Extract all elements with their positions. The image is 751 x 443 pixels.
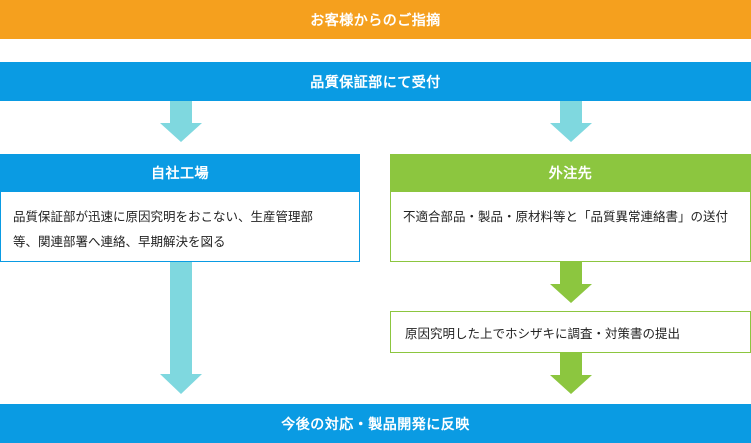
qa-receive-label: 品質保証部にて受付 [310, 74, 441, 91]
investigation-report-box: 原因究明した上でホシザキに調査・対策書の提出 [390, 311, 751, 353]
arrow-down-icon [550, 101, 592, 142]
in-house-factory-text-line1: 品質保証部が迅速に原因究明をおこない、生産管理部 [13, 209, 314, 224]
in-house-factory-text-line2: 等、関連部署へ連絡、早期解決を図る [13, 234, 226, 249]
customer-feedback-bar: お客様からのご指摘 [0, 0, 751, 39]
arrow-down-icon [160, 101, 202, 142]
in-house-factory-box: 自社工場 品質保証部が迅速に原因究明をおこない、生産管理部 等、関連部署へ連絡、… [0, 154, 360, 262]
arrow-down-icon [160, 262, 202, 394]
subcontractor-box: 外注先 不適合部品・製品・原材料等と「品質異常連絡書」の送付 [390, 154, 751, 262]
in-house-factory-title: 自社工場 [0, 154, 360, 192]
product-development-bar: 今後の対応・製品開発に反映 [0, 404, 751, 443]
in-house-factory-text: 品質保証部が迅速に原因究明をおこない、生産管理部 等、関連部署へ連絡、早期解決を… [1, 192, 359, 254]
subcontractor-text: 不適合部品・製品・原材料等と「品質異常連絡書」の送付 [403, 209, 729, 224]
investigation-report-text: 原因究明した上でホシザキに調査・対策書の提出 [405, 325, 681, 341]
customer-feedback-label: お客様からのご指摘 [310, 12, 441, 29]
subcontractor-title: 外注先 [390, 154, 751, 192]
product-development-label: 今後の対応・製品開発に反映 [281, 416, 470, 433]
arrow-down-icon [550, 262, 592, 303]
qa-receive-bar: 品質保証部にて受付 [0, 62, 751, 101]
arrow-down-icon [550, 353, 592, 394]
